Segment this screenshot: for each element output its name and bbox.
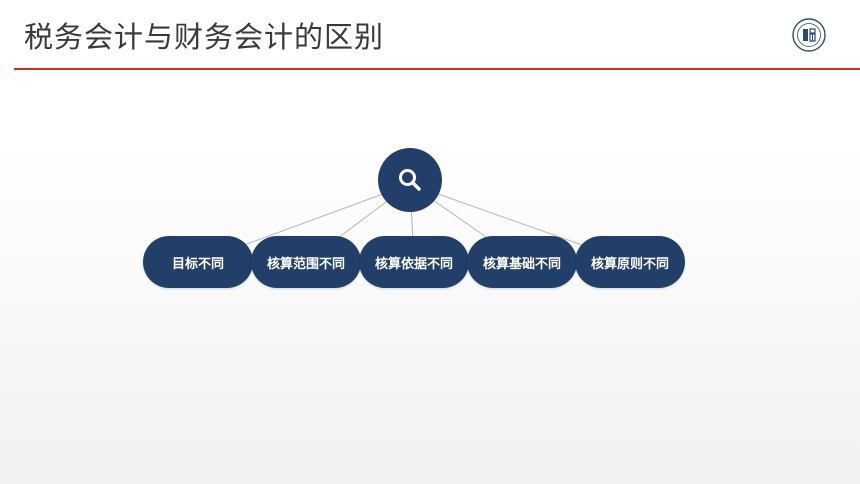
node-scope: 核算范围不同 — [251, 236, 361, 288]
slide-title: 税务会计与财务会计的区别 — [24, 20, 385, 54]
hub-node — [378, 148, 442, 212]
search-icon — [399, 169, 421, 191]
node-principle: 核算原则不同 — [575, 236, 685, 288]
node-goal: 目标不同 — [143, 236, 253, 288]
node-basis: 核算依据不同 — [359, 236, 469, 288]
university-seal-logo — [792, 18, 826, 52]
node-foundation: 核算基础不同 — [467, 236, 577, 288]
title-underline — [14, 68, 860, 70]
